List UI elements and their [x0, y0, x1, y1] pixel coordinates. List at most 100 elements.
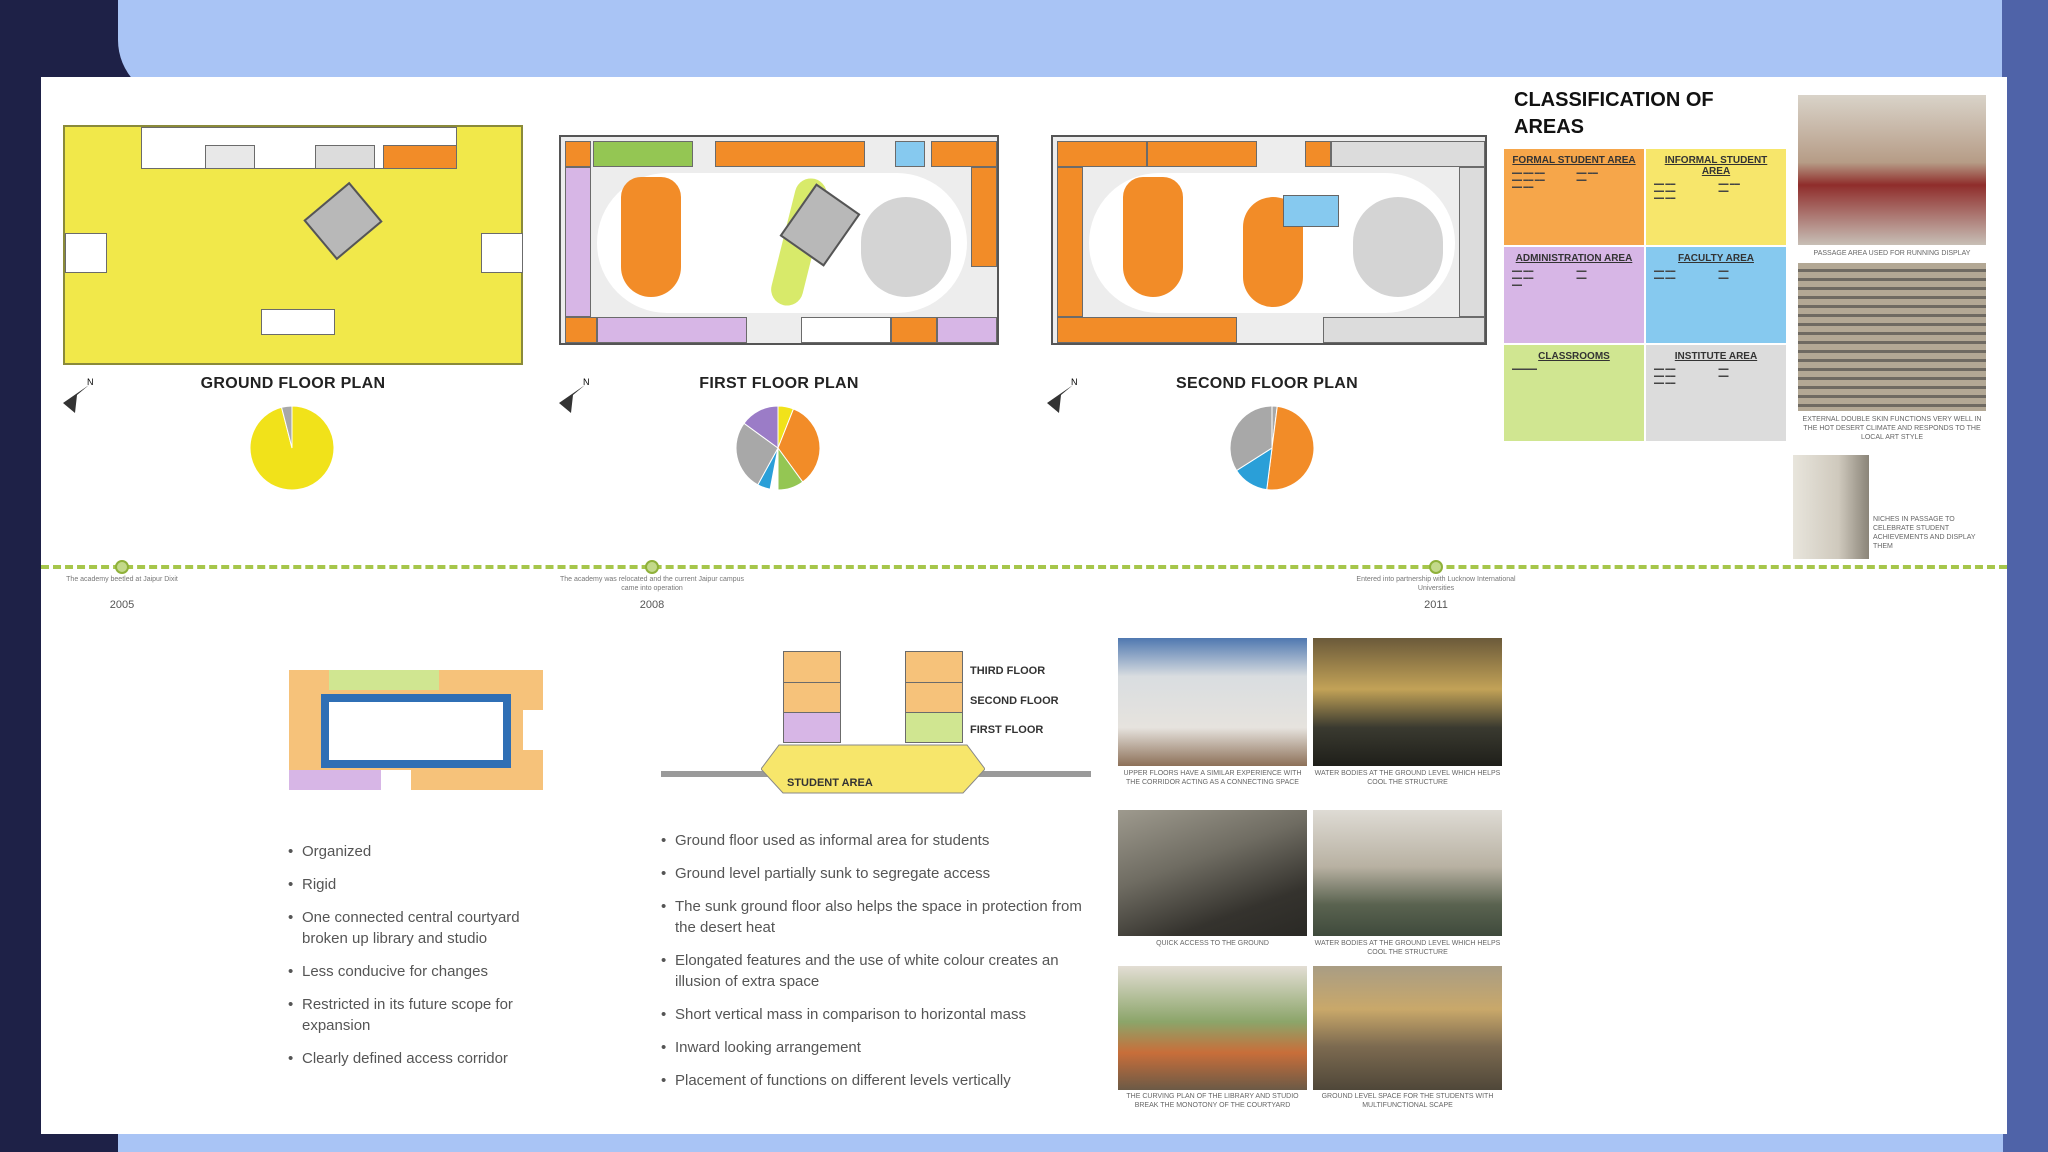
plan-room — [261, 309, 335, 335]
plan-title: GROUND FLOOR PLAN — [200, 375, 386, 392]
plan-room — [65, 233, 107, 273]
block-diagram-top-green — [329, 670, 439, 690]
plan-room — [715, 141, 865, 167]
list-item: Organized — [288, 841, 558, 862]
plan-title: SECOND FLOOR PLAN — [1176, 375, 1358, 392]
institute-area-box: INSTITUTE AREA ▬▬ ▬▬▬▬ ▬▬▬▬ ▬▬▬▬▬▬ — [1646, 345, 1786, 441]
list-item: Elongated features and the use of white … — [661, 950, 1101, 992]
water-body-photo-2 — [1313, 810, 1502, 936]
photo-caption: PASSAGE AREA USED FOR RUNNING DISPLAY — [1813, 250, 1971, 257]
box-title: INSTITUTE AREA — [1674, 351, 1758, 362]
block-diagram-right-white — [523, 710, 543, 750]
plan-room — [895, 141, 925, 167]
plan-room — [891, 317, 937, 343]
niches-photo — [1793, 455, 1869, 559]
box-list: ▬▬ ▬▬▬▬ ▬▬▬▬▬▬▬▬ — [1512, 268, 1587, 288]
plan-room — [1459, 167, 1485, 317]
first-floor-pie-chart — [735, 405, 821, 491]
layout-characteristics-list: Organized Rigid One connected central co… — [288, 841, 558, 1081]
plan-title: FIRST FLOOR PLAN — [699, 375, 859, 392]
double-skin-facade-photo — [1798, 263, 1986, 411]
second-floor-pie-chart — [1229, 405, 1315, 491]
presentation-sheet: GROUND FLOOR PLAN FIRST FLOOR PLAN — [41, 77, 2007, 1134]
first-floor-block — [905, 712, 963, 743]
administration-area-box: ADMINISTRATION AREA ▬▬ ▬▬▬▬ ▬▬▬▬▬▬▬▬ — [1504, 247, 1644, 343]
photo-caption: WATER BODIES AT THE GROUND LEVEL WHICH H… — [1314, 940, 1501, 956]
ground-floor-plan — [63, 125, 523, 365]
pie-slice-1 — [1266, 405, 1315, 491]
north-label: N — [87, 377, 94, 387]
timeline-year: 2011 — [1424, 599, 1448, 611]
list-item: Short vertical mass in comparison to hor… — [661, 1004, 1101, 1025]
pie-slice-3 — [1229, 405, 1273, 472]
plan-room — [597, 317, 747, 343]
box-list: ▬▬ ▬▬▬▬ ▬▬▬▬▬▬ — [1654, 268, 1729, 281]
list-item: Inward looking arrangement — [661, 1037, 1101, 1058]
box-title: CLASSROOMS — [1538, 351, 1610, 362]
grey-curve — [861, 197, 951, 297]
plan-room — [1057, 141, 1147, 167]
water-body-photo — [1313, 638, 1502, 766]
background-bottom-band — [118, 1134, 2003, 1152]
box-list: ▬▬▬▬▬ — [1512, 366, 1537, 372]
tower-left — [783, 651, 841, 743]
plan-room — [383, 145, 457, 169]
box-list: ▬▬ ▬▬▬▬ ▬▬▬▬ ▬▬▬▬ ▬▬▬▬ — [1654, 181, 1740, 201]
box-title: FACULTY AREA — [1678, 253, 1754, 264]
plan-room — [565, 317, 597, 343]
ground-floor-pie-chart — [249, 405, 335, 491]
timeline-dot — [645, 560, 659, 574]
faculty-area-box: FACULTY AREA ▬▬ ▬▬▬▬ ▬▬▬▬▬▬ — [1646, 247, 1786, 343]
list-item: The sunk ground floor also helps the spa… — [661, 896, 1101, 938]
grey-curve — [1353, 197, 1443, 297]
informal-student-area-box: INFORMAL STUDENT AREA ▬▬ ▬▬▬▬ ▬▬▬▬ ▬▬▬▬ … — [1646, 149, 1786, 245]
plan-room — [1147, 141, 1257, 167]
classification-title: CLASSIFICATION OF AREAS — [1514, 89, 1714, 138]
section-characteristics-list: Ground floor used as informal area for s… — [661, 830, 1101, 1103]
third-floor-block — [905, 651, 963, 683]
plan-room — [315, 145, 375, 169]
photo-caption: UPPER FLOORS HAVE A SIMILAR EXPERIENCE W… — [1123, 770, 1302, 786]
plan-room — [937, 317, 997, 343]
pie-slice-5 — [735, 422, 779, 486]
plan-room — [801, 317, 891, 343]
ground-level-space-photo — [1313, 966, 1502, 1090]
first-floor-label: FIRST FLOOR — [970, 724, 1044, 736]
library-block — [303, 181, 383, 261]
photo-caption: THE CURVING PLAN OF THE LIBRARY AND STUD… — [1126, 1093, 1299, 1109]
box-title: ADMINISTRATION AREA — [1515, 253, 1633, 264]
photo-caption: NICHES IN PASSAGE TO CELEBRATE STUDENT A… — [1873, 516, 1976, 550]
ground-access-photo — [1118, 810, 1307, 936]
plan-room — [565, 141, 591, 167]
second-floor-plan — [1051, 135, 1487, 345]
studio-curve — [621, 177, 681, 297]
timeline-note: The academy beetled at Jaipur Dixit — [66, 576, 178, 583]
box-title: INFORMAL STUDENT AREA — [1664, 155, 1768, 177]
tower-right — [905, 651, 963, 743]
room-row-top — [565, 141, 997, 167]
background-right-band — [2002, 0, 2048, 1152]
north-label: N — [583, 377, 590, 387]
timeline-note: The academy was relocated and the curren… — [559, 576, 745, 592]
photo-caption: QUICK ACCESS TO THE GROUND — [1156, 940, 1269, 947]
photo-caption: GROUND LEVEL SPACE FOR THE STUDENTS WITH… — [1321, 1093, 1494, 1109]
formal-student-area-box: FORMAL STUDENT AREA ▬▬ ▬▬ ▬▬▬▬ ▬▬ ▬▬▬▬ ▬… — [1504, 149, 1644, 245]
third-floor-label: THIRD FLOOR — [970, 665, 1046, 677]
timeline-dot — [1429, 560, 1443, 574]
block-diagram-bottom-white — [381, 770, 411, 790]
plan-room — [1323, 317, 1485, 343]
list-item: Restricted in its future scope for expan… — [288, 994, 558, 1036]
curving-plan-photo — [1118, 966, 1307, 1090]
plan-room — [971, 167, 997, 267]
list-item: Rigid — [288, 874, 558, 895]
student-area-label: STUDENT AREA — [787, 777, 873, 789]
timeline-year: 2008 — [639, 599, 665, 611]
plan-room — [565, 167, 591, 317]
classrooms-box: CLASSROOMS ▬▬▬▬▬ — [1504, 345, 1644, 441]
blue-room — [1283, 195, 1339, 227]
list-item: Ground floor used as informal area for s… — [661, 830, 1101, 851]
north-arrow-icon: N — [63, 377, 94, 413]
plan-room — [1331, 141, 1485, 167]
plan-room — [205, 145, 255, 169]
north-arrow-icon: N — [559, 377, 590, 413]
